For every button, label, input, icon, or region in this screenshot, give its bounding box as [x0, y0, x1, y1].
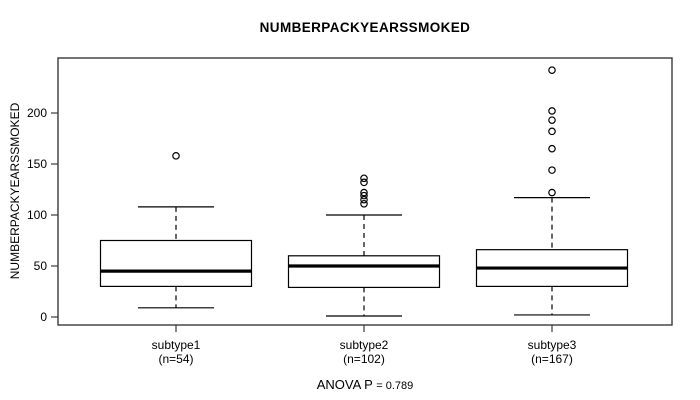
outlier-point — [360, 195, 368, 204]
y-tick-label: 150 — [27, 157, 47, 171]
group-n-count: (n=102) — [343, 351, 385, 366]
y-tick-label: 0 — [40, 310, 47, 324]
y-axis: 0 50 100 150 200 — [27, 106, 58, 324]
outlier-point — [548, 127, 556, 136]
outlier-point — [172, 152, 180, 160]
group-n-count: (n=167) — [531, 351, 573, 366]
x-tick-label-subtype1: subtype1 (n=54) — [106, 338, 246, 366]
group-label: subtype1 — [151, 338, 201, 352]
outlier-point — [548, 66, 556, 74]
y-tick-label: 100 — [27, 208, 47, 222]
anova-label: ANOVA P — [316, 377, 373, 392]
y-tick-label: 50 — [34, 259, 48, 273]
boxplot-group-subtype3 — [475, 66, 629, 332]
x-tick-label-subtype2: subtype2 (n=102) — [294, 338, 434, 366]
outlier-point — [548, 116, 556, 124]
outlier-point — [360, 191, 368, 200]
y-tick-label: 200 — [27, 106, 47, 120]
outlier-point — [360, 174, 368, 183]
outlier-point — [360, 199, 368, 208]
group-label: subtype2 — [339, 338, 389, 352]
anova-value: = 0.789 — [376, 380, 414, 392]
outlier-point — [360, 178, 368, 187]
x-tick-label-subtype3: subtype3 (n=167) — [482, 338, 622, 366]
chart-title: NUMBERPACKYEARSSMOKED — [259, 20, 471, 35]
outlier-point — [548, 188, 556, 197]
boxplot-group-subtype2 — [287, 174, 441, 332]
outlier-point — [360, 188, 368, 197]
outlier-point — [548, 107, 556, 115]
boxplot-group-subtype1 — [99, 152, 253, 332]
outlier-point — [548, 166, 556, 174]
outlier-point — [548, 144, 556, 153]
anova-annotation: ANOVA P = 0.789 — [58, 377, 672, 392]
group-n-count: (n=54) — [158, 351, 194, 366]
group-label: subtype3 — [527, 338, 577, 352]
plot-frame — [57, 57, 673, 326]
